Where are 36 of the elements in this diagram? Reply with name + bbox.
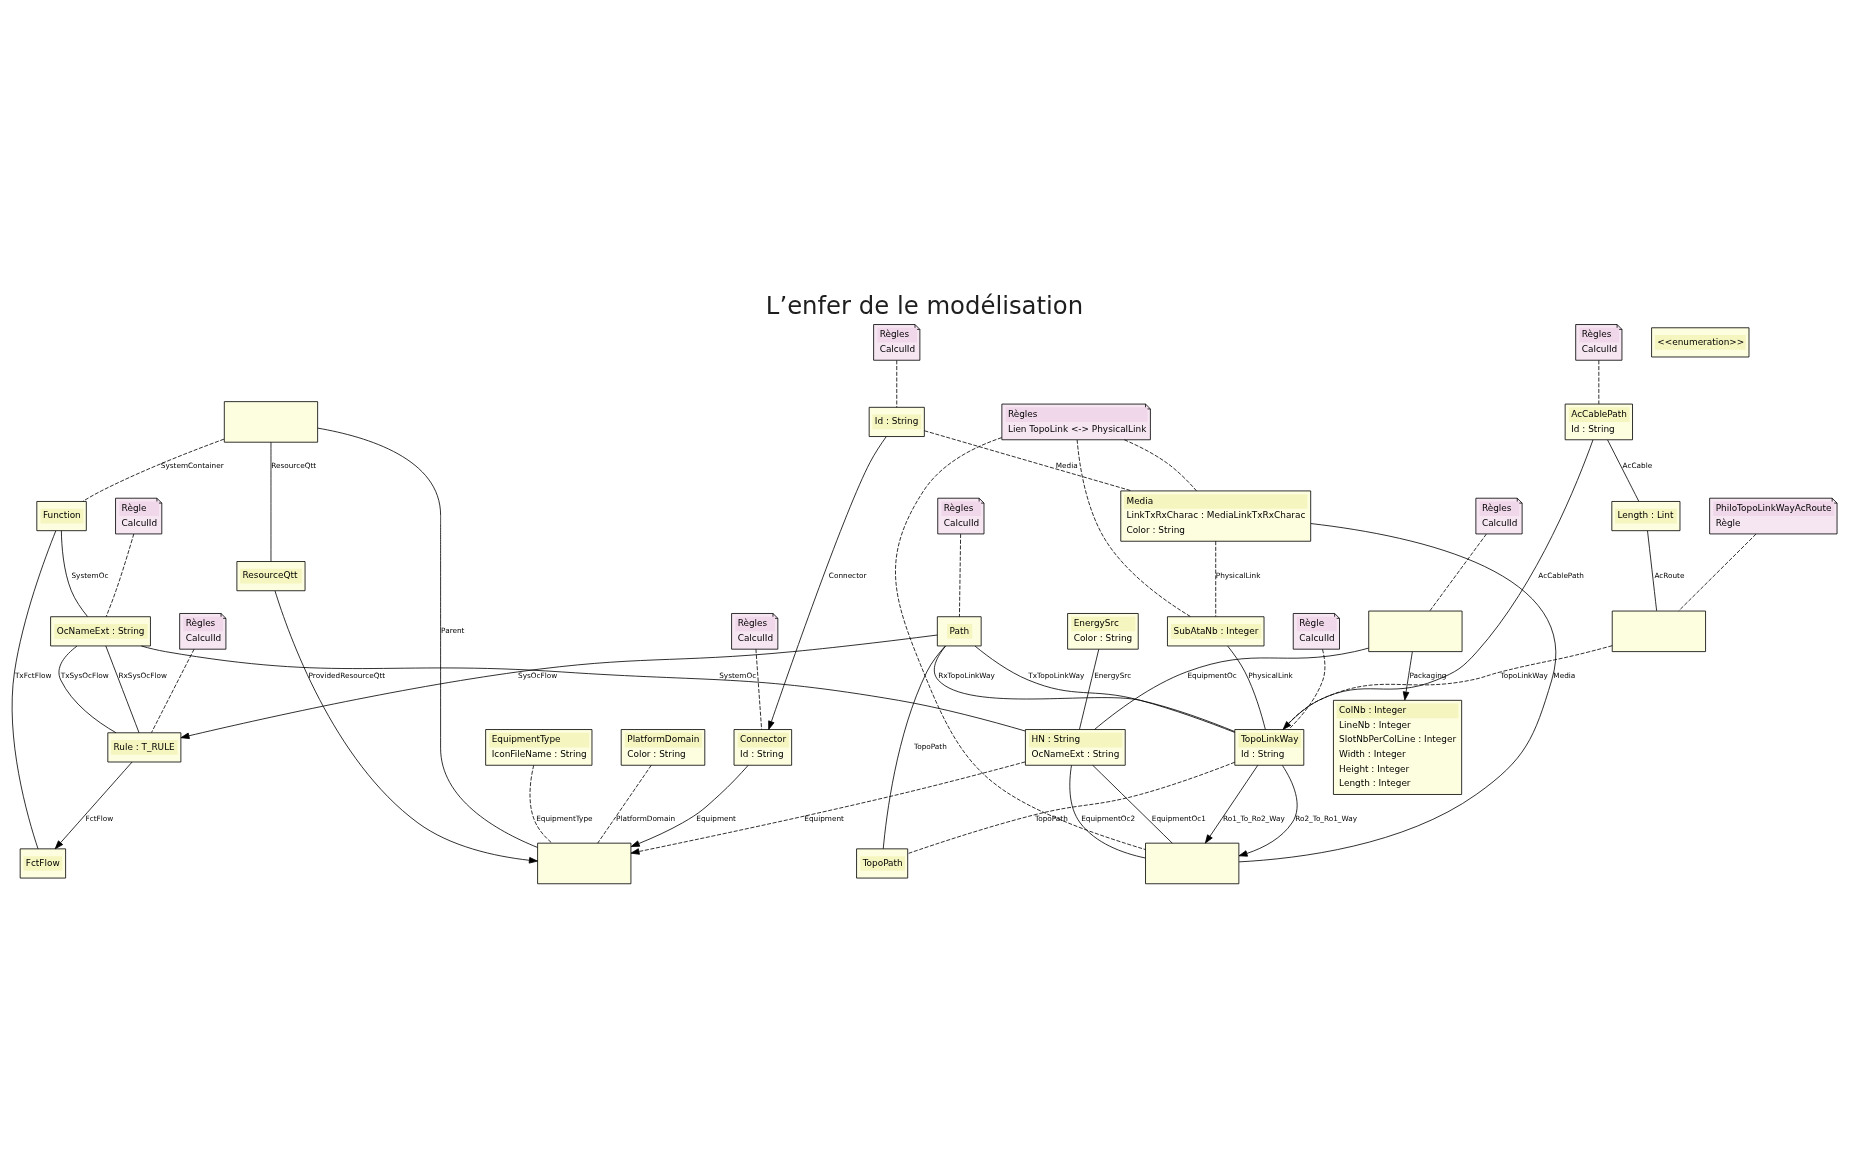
diagram-title: L’enfer de le modélisation xyxy=(765,290,1084,320)
edge-label: EnergySrc xyxy=(1094,670,1132,680)
edge-label: RxSysOcFlow xyxy=(118,670,168,680)
edge-label: EquipmentOc xyxy=(1187,670,1237,680)
edge-label: Parent xyxy=(441,625,465,635)
edge-label: PhysicalLink xyxy=(1215,570,1261,580)
edge-label: PlatformDomain xyxy=(616,813,676,823)
edge-label: Equipment xyxy=(696,813,736,823)
edge-label: AcCable xyxy=(1622,460,1653,470)
edge-label: SysOcFlow xyxy=(518,670,558,680)
edge-label: RxTopoLinkWay xyxy=(938,670,995,680)
edge-label: Ro1_To_Ro2_Way xyxy=(1222,813,1285,823)
edge-label: TopoLinkWay xyxy=(1500,670,1548,680)
edge-label: AcCablePath xyxy=(1538,570,1584,580)
edge-label: TxTopoLinkWay xyxy=(1028,670,1085,680)
edge-label: EquipmentOc2 xyxy=(1081,813,1136,823)
edge-label: SystemContainer xyxy=(160,460,224,470)
edge-label: AcRoute xyxy=(1654,570,1685,580)
edge-label: Media xyxy=(1055,460,1078,470)
edge-label: Media xyxy=(1553,670,1576,680)
edge-label: ResourceQtt xyxy=(271,460,317,470)
edge-label: SystemOc xyxy=(71,570,109,580)
edge-label: TxFctFlow xyxy=(14,670,52,680)
edge-label: EquipmentOc1 xyxy=(1151,813,1206,823)
edge-label: Equipment xyxy=(804,813,844,823)
edge-label: TopoPath xyxy=(914,741,947,751)
edge-label: EquipmentType xyxy=(536,813,593,823)
edge-label: Packaging xyxy=(1409,670,1447,680)
edge-label: Connector xyxy=(828,570,867,580)
edge-label: ProvidedResourceQtt xyxy=(308,670,386,680)
edge-label: Ro2_To_Ro1_Way xyxy=(1295,813,1358,823)
edge-label: TopoPath xyxy=(1034,813,1068,823)
edge-label: FctFlow xyxy=(85,813,114,823)
edge-label: TxSysOcFlow xyxy=(60,670,109,680)
edge-label: SystemOc xyxy=(719,670,757,680)
edge-label: PhysicalLink xyxy=(1248,670,1293,680)
